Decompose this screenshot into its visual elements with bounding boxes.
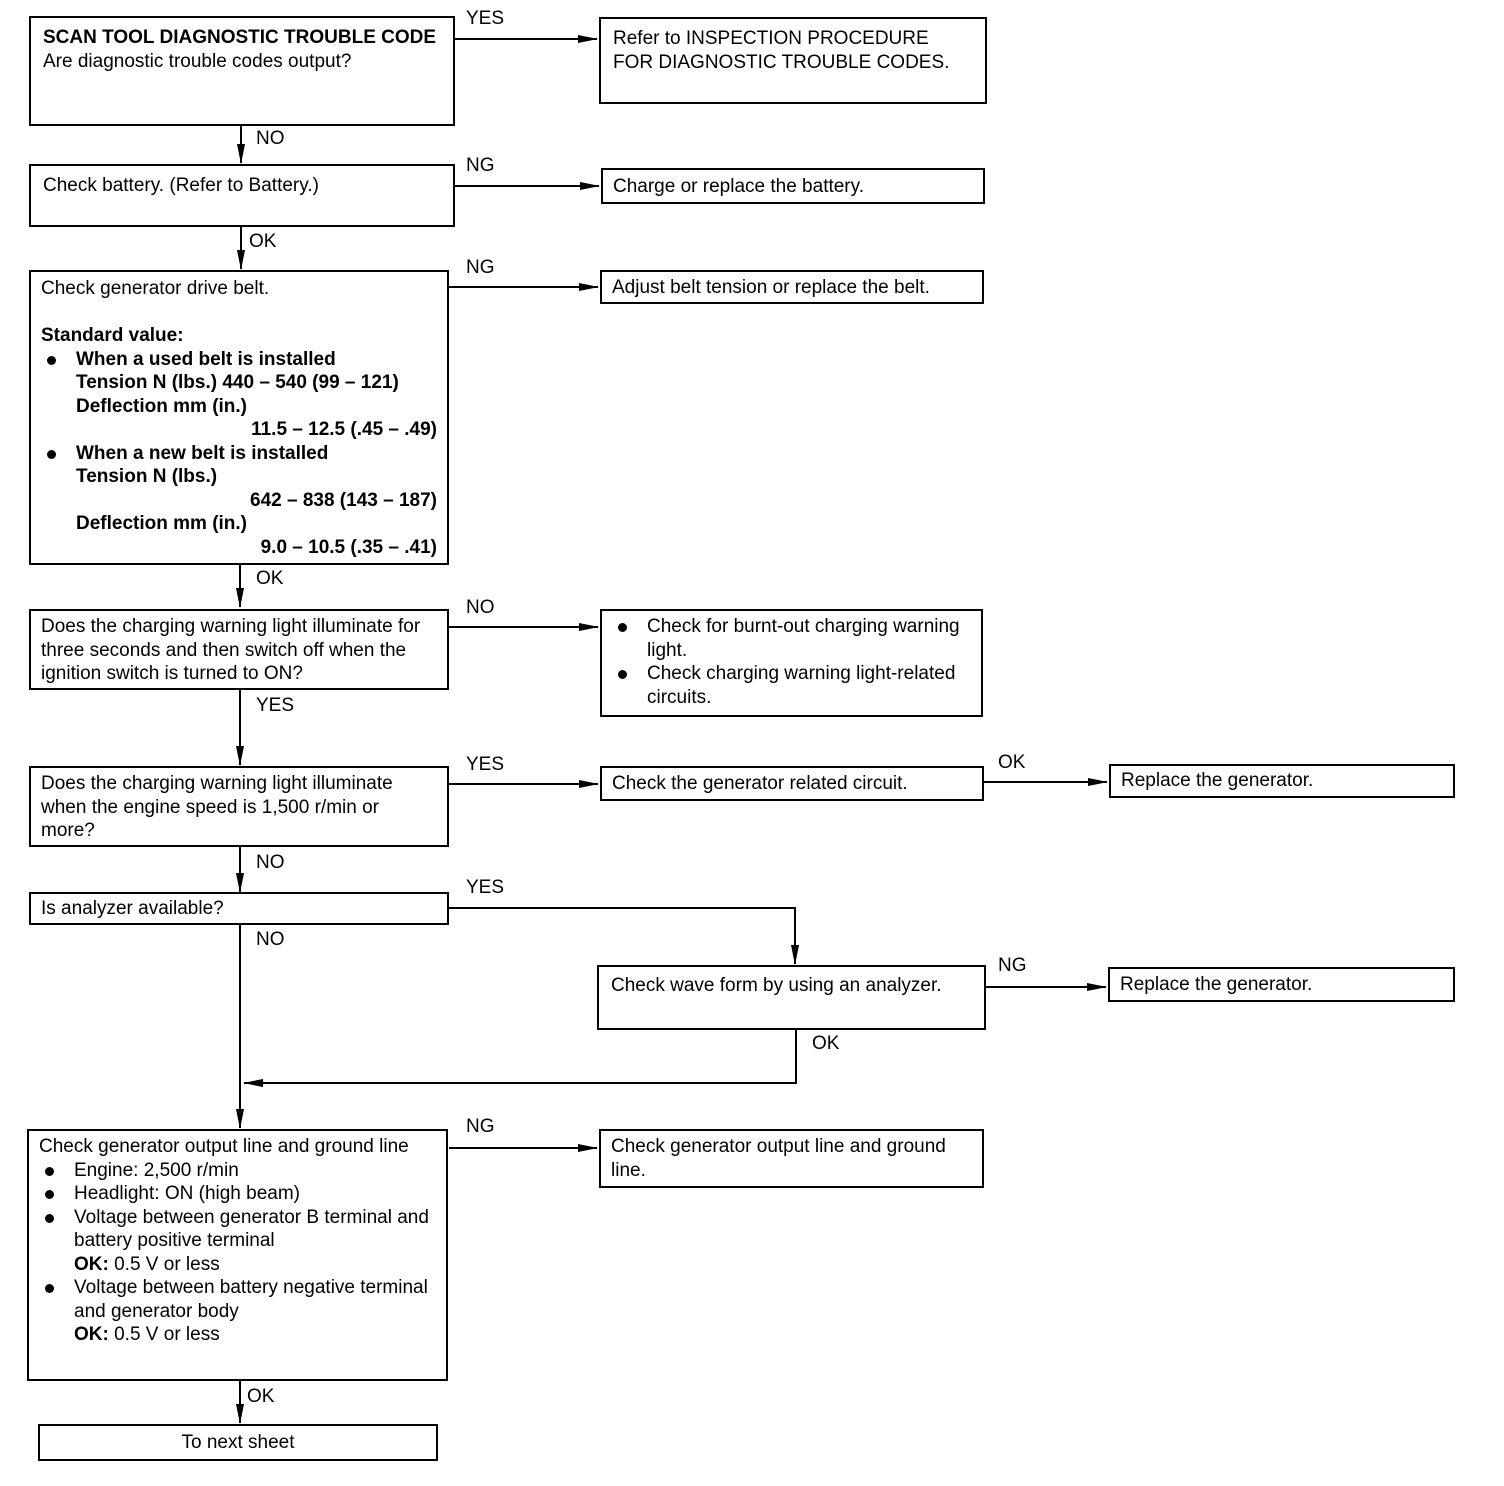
label-ignition-yes: YES [256,695,295,716]
replace-generator-text-2: Replace the generator. [1120,974,1313,995]
check-generator-circuit-box: Check the generator related circuit. [600,766,984,801]
label-analyzer-no: NO [256,929,285,950]
belt-new-deflection-value: 9.0 – 10.5 (.35 – .41) [260,536,437,558]
ok-value: 0.5 V or less [114,1253,220,1275]
analyzer-available-text: Is analyzer available? [41,898,224,919]
belt-new-deflection-label: Deflection mm (in.) [76,513,248,534]
charge-battery-text: Charge or replace the battery. [613,176,865,197]
check-burnt-out-box: Check for burnt-out charging warning lig… [600,609,983,717]
adjust-belt-text: Adjust belt tension or replace the belt. [612,277,930,298]
belt-used-tension: Tension N (lbs.) 440 – 540 (99 – 121) [76,372,399,393]
check-wave-form-text: Check wave form by using an analyzer. [611,975,942,996]
arrow-wave-ok [243,1030,797,1087]
ok-label: OK: [74,1324,109,1345]
charge-battery-box: Charge or replace the battery. [601,168,985,204]
belt-new-tension-label: Tension N (lbs.) [76,466,218,487]
analyzer-available-box: Is analyzer available? [29,892,449,925]
label-output-ok: OK [247,1386,275,1407]
arrow-analyzer-yes [449,907,799,965]
scan-tool-box: SCAN TOOL DIAGNOSTIC TROUBLE CODE Are di… [29,16,455,126]
label-engine-yes: YES [466,754,505,775]
label-battery-ng: NG [466,155,495,176]
check-output-line-box: Check generator output line and ground l… [27,1129,448,1381]
ok-value: 0.5 V or less [114,1324,220,1345]
label-scan-yes: YES [466,8,505,29]
belt-used-deflection-value: 11.5 – 12.5 (.45 – .49) [251,419,437,440]
warning-light-ignition-text: Does the charging warning light illumina… [41,616,421,684]
belt-used-heading: When a used belt is installed [41,348,437,372]
label-wave-ok: OK [812,1033,840,1054]
belt-used-deflection-label: Deflection mm (in.) [76,395,248,417]
belt-new-heading: When a new belt is installed [41,442,437,466]
scan-tool-title: SCAN TOOL DIAGNOSTIC TROUBLE CODE [43,27,437,48]
output-line-item-4: Voltage between battery negative termina… [39,1276,436,1323]
burnt-out-item-1: Check for burnt-out charging warning lig… [612,615,971,662]
output-line-item-1: Engine: 2,500 r/min [39,1159,436,1183]
replace-generator-box-2: Replace the generator. [1108,967,1455,1002]
burnt-out-item-2: Check charging warning light-related cir… [612,662,971,709]
check-output-line-ng-box: Check generator output line and ground l… [599,1129,984,1188]
refer-inspection-text: Refer to INSPECTION PROCEDURE FOR DIAGNO… [613,28,950,73]
ok-label: OK: [74,1253,109,1275]
label-scan-no: NO [256,128,285,149]
label-battery-ok: OK [249,231,277,252]
label-ignition-no: NO [466,597,495,618]
belt-standard-label: Standard value: [41,325,184,346]
label-belt-ng: NG [466,257,495,278]
replace-generator-text-1: Replace the generator. [1121,770,1314,791]
output-line-title: Check generator output line and ground l… [39,1136,409,1157]
label-belt-ok: OK [256,568,284,589]
belt-new-tension-value: 642 – 838 (143 – 187) [250,489,437,511]
label-output-ng: NG [466,1116,495,1137]
warning-light-ignition-box: Does the charging warning light illumina… [29,609,449,690]
check-output-line-ng-text: Check generator output line and ground l… [611,1136,946,1181]
label-circuit-ok: OK [998,752,1026,773]
label-engine-no: NO [256,852,285,873]
output-line-item-2: Headlight: ON (high beam) [39,1182,436,1206]
check-battery-box: Check battery. (Refer to Battery.) [29,164,455,227]
check-belt-box: Check generator drive belt. Standard val… [29,270,449,565]
warning-light-engine-box: Does the charging warning light illumina… [29,766,449,847]
check-battery-text: Check battery. (Refer to Battery.) [43,175,319,196]
belt-title: Check generator drive belt. [41,278,270,299]
output-line-item-3: Voltage between generator B terminal and… [39,1206,436,1253]
check-wave-form-box: Check wave form by using an analyzer. [597,965,986,1030]
adjust-belt-box: Adjust belt tension or replace the belt. [600,270,984,304]
output-line-item-3-ok: OK: 0.5 V or less [39,1253,436,1277]
output-line-item-4-ok: OK: 0.5 V or less [39,1323,436,1347]
label-analyzer-yes: YES [466,877,505,898]
next-sheet-box: To next sheet [38,1424,438,1461]
label-wave-ng: NG [998,955,1027,976]
check-generator-circuit-text: Check the generator related circuit. [612,773,908,794]
warning-light-engine-text: Does the charging warning light illumina… [41,773,393,841]
replace-generator-box-1: Replace the generator. [1109,764,1455,798]
scan-tool-question: Are diagnostic trouble codes output? [43,50,352,72]
refer-inspection-box: Refer to INSPECTION PROCEDURE FOR DIAGNO… [599,17,987,104]
next-sheet-text: To next sheet [181,1432,295,1453]
